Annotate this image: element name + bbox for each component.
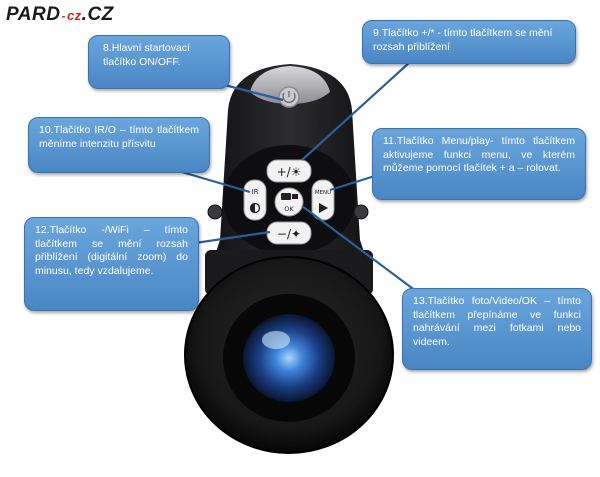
callout-9-text: 9.Tlačítko +/* - tímto tlačítkem se mění… [373,27,553,53]
callout-10-text: 10.Tlačítko IR/O – tímto tlačítkem měním… [39,124,199,150]
logo-cz-small: cz [66,8,82,23]
logo-cz: CZ [87,4,114,25]
callout-zoom-in-button: 9.Tlačítko +/* - tímto tlačítkem se mění… [362,20,576,64]
logo-dot: . [81,4,88,25]
power-icon [282,91,296,103]
logo-main-text: PARD [6,4,61,25]
callout-ok-button: 13.Tlačítko foto/Video/OK – tímto tlačít… [402,288,592,370]
video-icon [292,194,298,199]
zoom-in-label: +/☀ [277,165,302,179]
ir-label: IR [252,188,259,196]
callout-pointers [174,61,429,301]
side-bolt-left [207,204,223,220]
zoom-in-button[interactable] [266,159,312,183]
brand-logo: PARD - cz . CZ [6,4,114,28]
zoom-out-label: −/✦ [277,227,301,241]
device-top-cap [250,66,330,104]
callout-menu-button: 11.Tlačítko Menu/play- tímto tlačítkem a… [372,128,586,200]
callout-11-text: 11.Tlačítko Menu/play- tímto tlačítkem a… [383,135,575,174]
eyepiece-lens [243,314,335,402]
callout-zoom-out-button: 12.Tlačítko -/WiFi – tímto tlačítkem se … [24,217,199,311]
ir-brightness-half [250,203,255,213]
callout-8-text: 8.Hlavní startovací tlačítko ON/OFF. [103,42,190,68]
logo-separator: - [61,9,66,23]
side-bolt-right [353,204,369,220]
ir-button[interactable] [243,179,267,221]
ok-label: OK [284,205,294,213]
menu-play-button[interactable] [311,179,335,221]
callout-ir-button: 10.Tlačítko IR/O – tímto tlačítkem měním… [28,117,210,173]
play-icon [319,203,328,213]
lens-reflection [262,331,290,349]
callout-13-text: 13.Tlačítko foto/Video/OK – tímto tlačít… [413,295,581,348]
callout-power-button: 8.Hlavní startovací tlačítko ON/OFF. [88,35,230,89]
callout-12-text: 12.Tlačítko -/WiFi – tímto tlačítkem se … [35,224,188,277]
camera-icon [281,193,291,200]
menu-label: MENU [315,190,331,196]
